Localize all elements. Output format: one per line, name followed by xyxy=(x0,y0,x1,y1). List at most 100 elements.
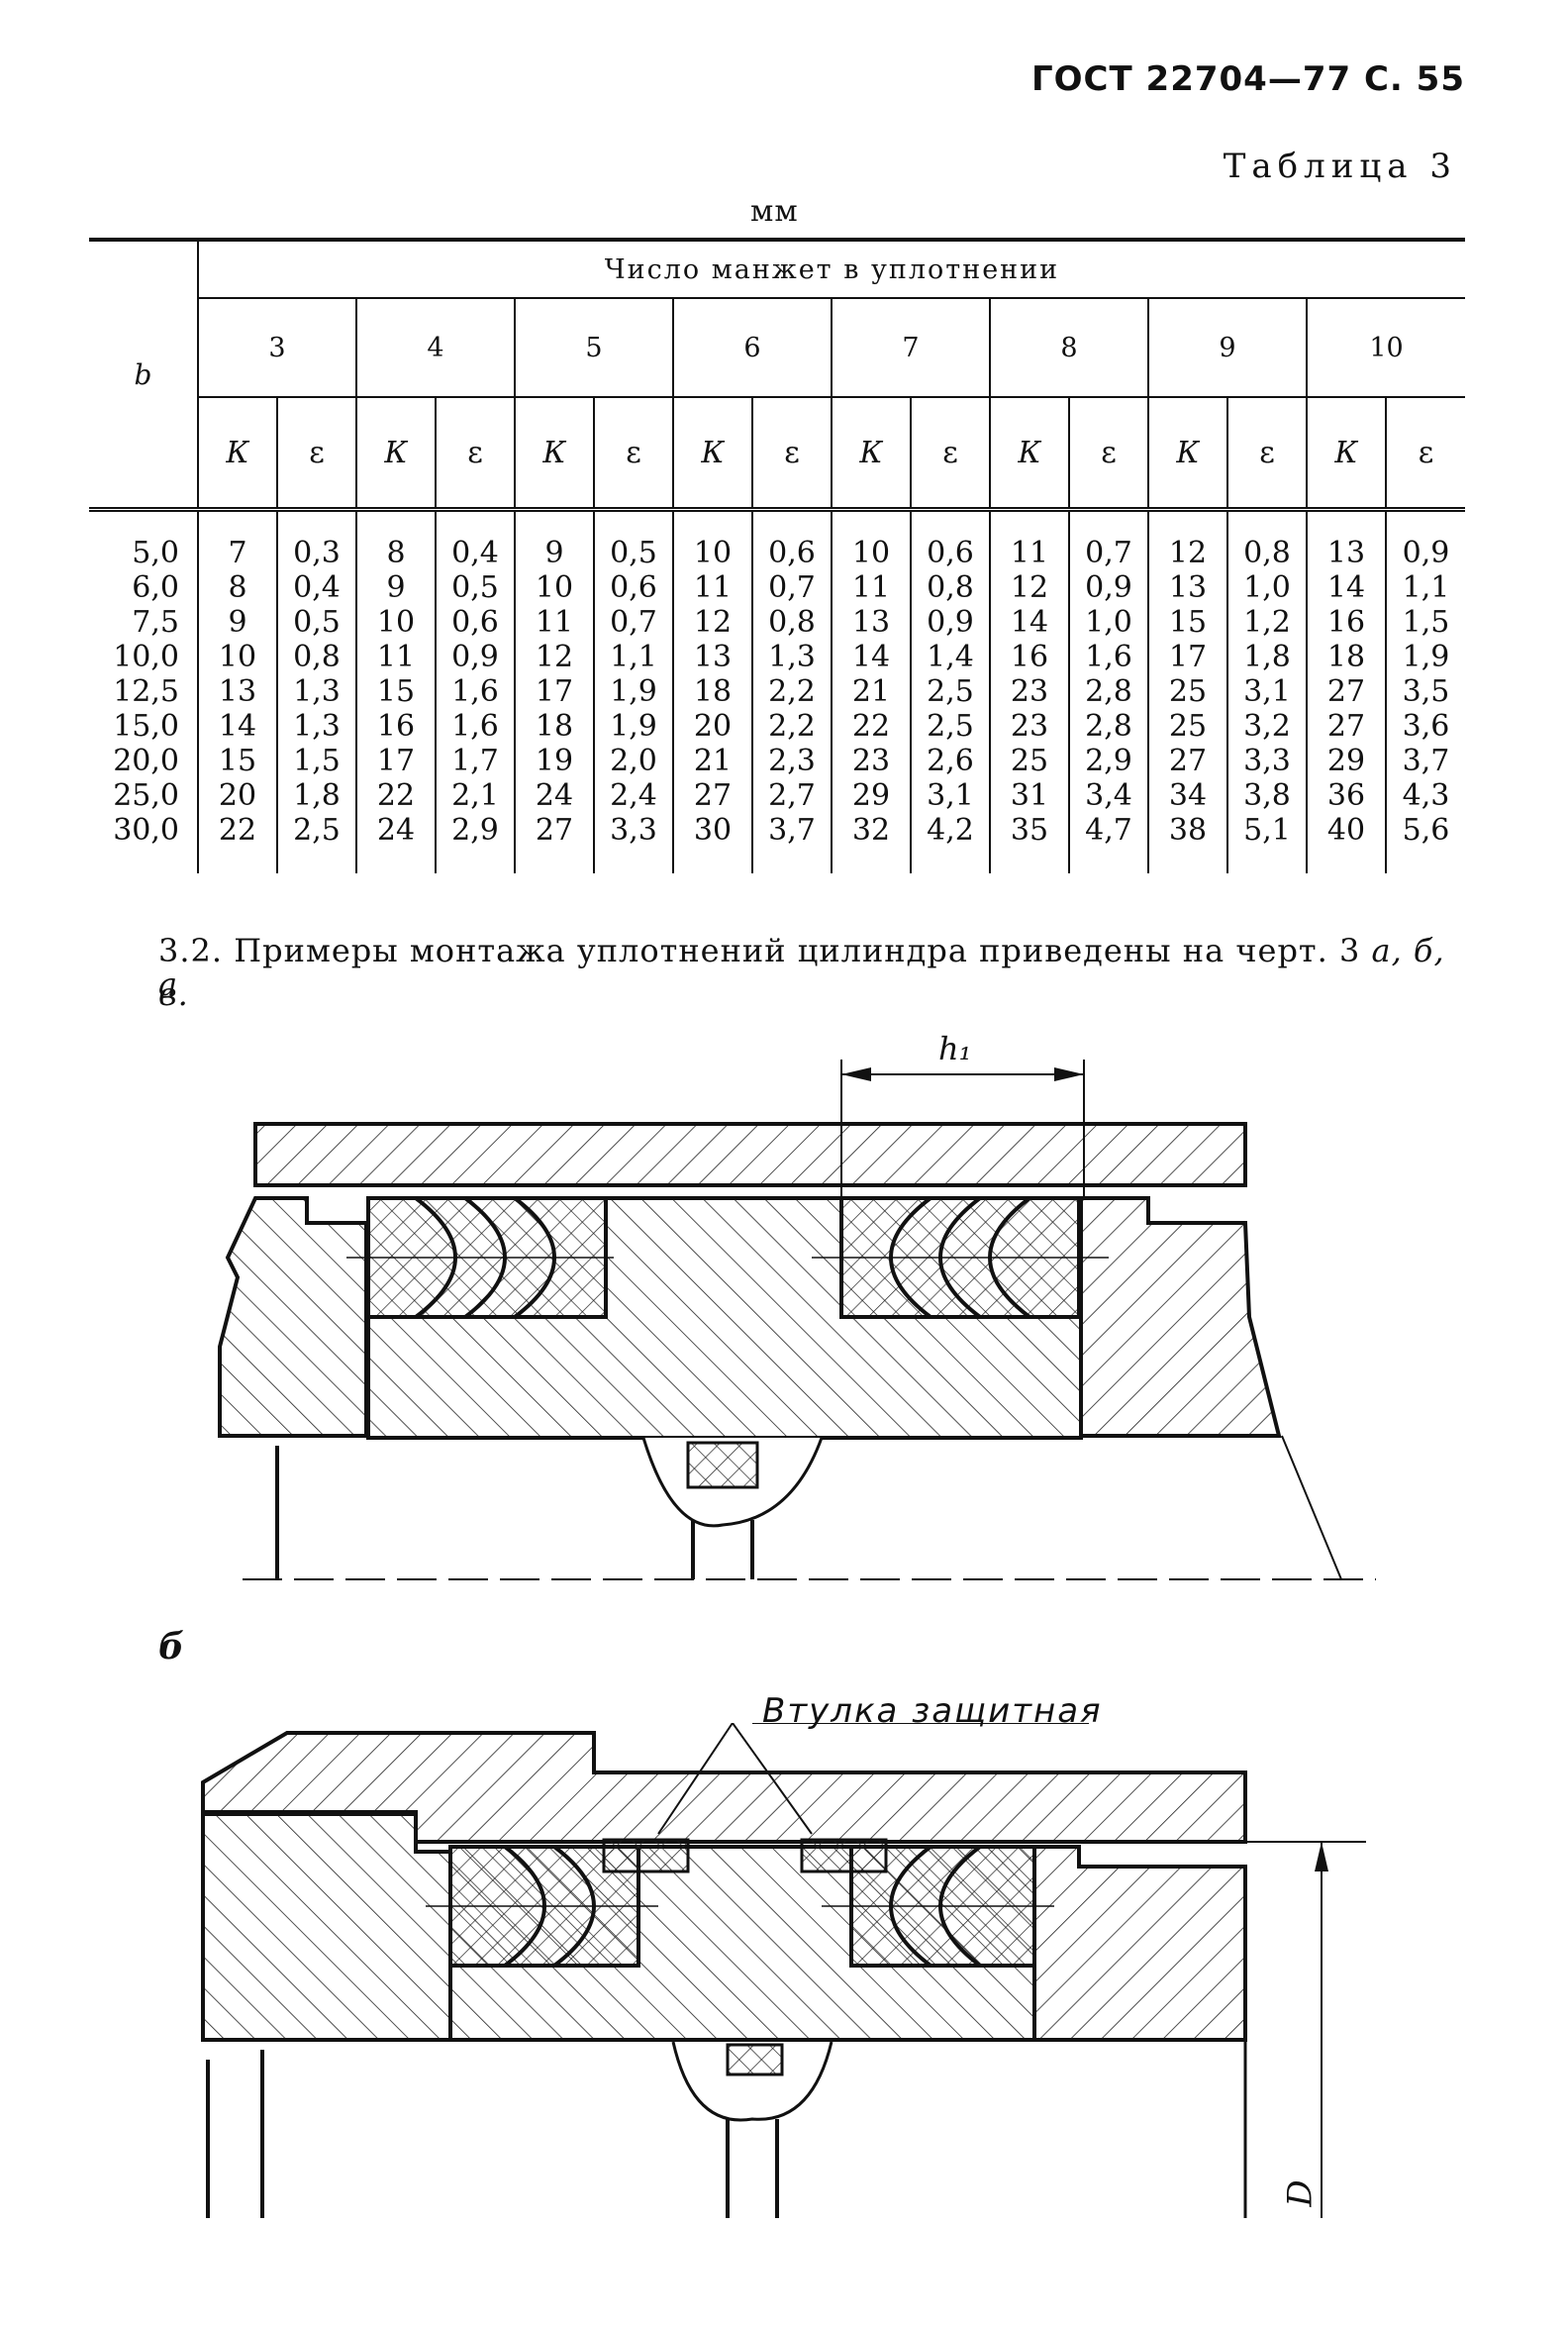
epsilon-value: 0,3 xyxy=(276,518,356,570)
k-value: 27 xyxy=(1147,744,1227,778)
epsilon-value: 0,6 xyxy=(910,518,990,570)
epsilon-value: 1,8 xyxy=(1226,640,1307,674)
k-value: 15 xyxy=(197,744,277,778)
k-value: 36 xyxy=(1306,778,1386,813)
epsilon-value: 0,8 xyxy=(910,570,990,605)
k-value: 17 xyxy=(355,744,436,778)
epsilon-value: 2,2 xyxy=(751,674,832,709)
k-value: 23 xyxy=(989,709,1069,744)
epsilon-value: 1,9 xyxy=(593,674,673,709)
epsilon-value: 0,5 xyxy=(593,518,673,570)
epsilon-value: 1,0 xyxy=(1226,570,1307,605)
epsilon-subheader: ε xyxy=(593,397,673,510)
epsilon-value: 1,1 xyxy=(1385,570,1465,605)
k-value: 31 xyxy=(989,778,1069,813)
epsilon-subheader: ε xyxy=(276,397,356,510)
epsilon-value: 2,8 xyxy=(1068,674,1148,709)
count-header: 8 xyxy=(989,298,1148,398)
k-value: 23 xyxy=(831,744,911,778)
count-header: 3 xyxy=(197,298,356,398)
k-value: 12 xyxy=(989,570,1069,605)
k-value: 38 xyxy=(1147,813,1227,873)
epsilon-value: 0,6 xyxy=(435,605,515,640)
k-value: 32 xyxy=(831,813,911,873)
epsilon-value: 0,9 xyxy=(910,605,990,640)
figure-a-drawing xyxy=(218,1060,1376,1580)
k-value: 20 xyxy=(197,778,277,813)
epsilon-value: 2,9 xyxy=(1068,744,1148,778)
k-value: 20 xyxy=(672,709,752,744)
epsilon-value: 1,8 xyxy=(276,778,356,813)
epsilon-value: 3,1 xyxy=(1226,674,1307,709)
epsilon-subheader: ε xyxy=(910,397,990,510)
k-value: 35 xyxy=(989,813,1069,873)
b-column-header: b xyxy=(89,238,198,510)
epsilon-value: 1,2 xyxy=(1226,605,1307,640)
k-value: 11 xyxy=(989,518,1069,570)
k-value: 25 xyxy=(1147,674,1227,709)
k-value: 12 xyxy=(672,605,752,640)
epsilon-value: 1,3 xyxy=(751,640,832,674)
paragraph-3-2: 3.2. Примеры монтажа уплотнений цилиндра… xyxy=(158,929,1465,1016)
k-subheader: К xyxy=(514,397,594,510)
epsilon-value: 0,8 xyxy=(751,605,832,640)
k-value: 40 xyxy=(1306,813,1386,873)
k-value: 30 xyxy=(672,813,752,873)
k-value: 11 xyxy=(514,605,594,640)
protective-sleeve-right xyxy=(800,1838,888,1873)
figure-b-drawing xyxy=(201,1723,1366,2218)
paragraph-text: 3.2. Примеры монтажа уплотнений цилиндра… xyxy=(158,932,1361,969)
figure-a-label: а xyxy=(158,965,178,1003)
epsilon-value: 2,6 xyxy=(910,744,990,778)
epsilon-value: 4,3 xyxy=(1385,778,1465,813)
epsilon-value: 5,6 xyxy=(1385,813,1465,873)
b-value: 10,0 xyxy=(113,640,179,674)
k-value: 11 xyxy=(355,640,436,674)
k-value: 18 xyxy=(514,709,594,744)
epsilon-value: 0,4 xyxy=(435,518,515,570)
epsilon-value: 2,7 xyxy=(751,778,832,813)
epsilon-value: 2,3 xyxy=(751,744,832,778)
k-value: 9 xyxy=(197,605,277,640)
k-value: 12 xyxy=(1147,518,1227,570)
epsilon-value: 4,7 xyxy=(1068,813,1148,873)
epsilon-value: 0,9 xyxy=(435,640,515,674)
k-value: 24 xyxy=(514,778,594,813)
k-value: 7 xyxy=(197,518,277,570)
epsilon-value: 1,3 xyxy=(276,709,356,744)
k-subheader: К xyxy=(1147,397,1227,510)
epsilon-value: 3,2 xyxy=(1226,709,1307,744)
right-body-b xyxy=(1032,1845,1247,2042)
right-body xyxy=(1079,1196,1282,1438)
epsilon-value: 1,7 xyxy=(435,744,515,778)
k-value: 29 xyxy=(831,778,911,813)
table-title: Таблица 3 xyxy=(1223,147,1457,186)
cylinder-wall xyxy=(253,1122,1247,1187)
left-body xyxy=(218,1196,368,1438)
k-value: 10 xyxy=(672,518,752,570)
epsilon-value: 1,6 xyxy=(1068,640,1148,674)
k-value: 27 xyxy=(672,778,752,813)
k-value: 27 xyxy=(514,813,594,873)
epsilon-value: 3,1 xyxy=(910,778,990,813)
k-value: 23 xyxy=(989,674,1069,709)
k-value: 16 xyxy=(1306,605,1386,640)
epsilon-value: 4,2 xyxy=(910,813,990,873)
count-header: 7 xyxy=(831,298,990,398)
epsilon-value: 1,1 xyxy=(593,640,673,674)
k-value: 9 xyxy=(514,518,594,570)
epsilon-subheader: ε xyxy=(1226,397,1307,510)
epsilon-value: 1,9 xyxy=(1385,640,1465,674)
dimension-d: D xyxy=(1280,2179,1321,2207)
epsilon-value: 0,9 xyxy=(1385,518,1465,570)
epsilon-value: 3,6 xyxy=(1385,709,1465,744)
count-header: 10 xyxy=(1306,298,1465,398)
k-value: 17 xyxy=(514,674,594,709)
document-header: ГОСТ 22704—77 С. 55 xyxy=(1030,59,1465,99)
epsilon-value: 2,5 xyxy=(276,813,356,873)
